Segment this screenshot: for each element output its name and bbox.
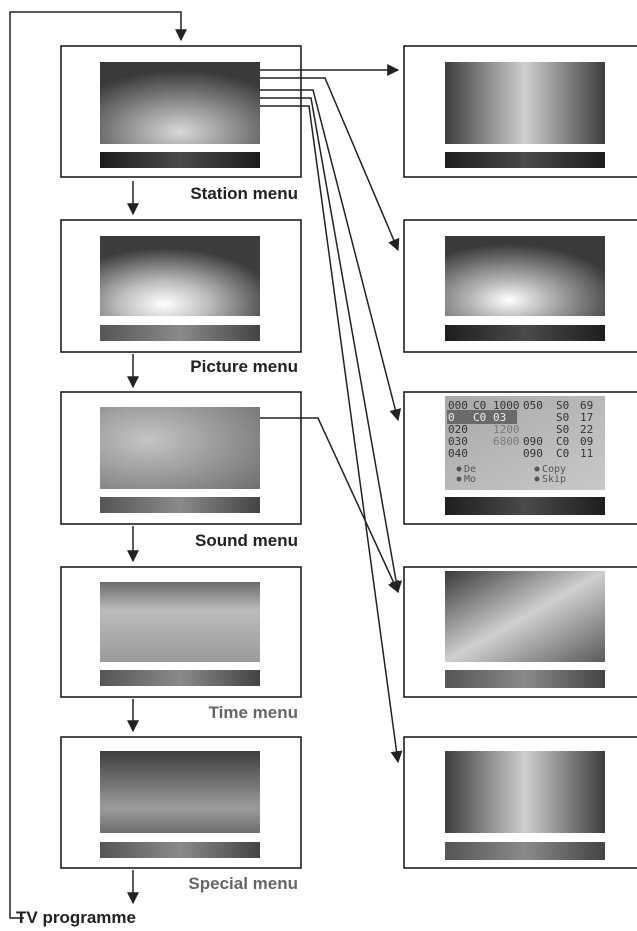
table-cell: 090 (523, 447, 543, 460)
option-label: De (464, 464, 476, 475)
option-bullet (456, 476, 462, 482)
option-bullet (456, 466, 462, 472)
table-cell: 11 (580, 447, 593, 460)
station-menu-label: Station menu (190, 184, 298, 203)
time-screen (60, 566, 302, 698)
table-cell: 17 (580, 411, 593, 424)
return-loop-arrow (9, 11, 187, 919)
option-label: Mo (464, 474, 476, 485)
table-cell: 000 (448, 399, 468, 412)
table-cell: C0 (556, 447, 569, 460)
station-sub-screen-5 (403, 736, 637, 869)
option-label: Copy (542, 464, 566, 475)
table-cell: 090 (523, 435, 543, 448)
table-cell: 020 (448, 423, 468, 436)
sound-screen (60, 391, 302, 525)
table-cell: 09 (580, 435, 593, 448)
table-cell: 1000 (493, 399, 520, 412)
table-cell: S0 (556, 411, 569, 424)
table-cell: C0 (556, 435, 569, 448)
table-cell: C0 (473, 399, 486, 412)
station-sub-screen-4 (403, 566, 637, 698)
picture-screen (60, 219, 302, 353)
table-cell: 69 (580, 399, 593, 412)
sound-menu-label: Sound menu (195, 531, 298, 550)
picture-menu-label: Picture menu (190, 357, 298, 376)
special-screen (60, 736, 302, 869)
station-sub-screen-2 (403, 219, 637, 353)
option-bullet (534, 466, 540, 472)
special-menu-label: Special menu (188, 874, 298, 893)
table-cell: 22 (580, 423, 593, 436)
station-screen (60, 45, 302, 178)
station-sub-screen-1 (403, 45, 637, 178)
branch-arrows (260, 64, 403, 764)
table-cell: 1200 (493, 423, 520, 436)
table-cell: 050 (523, 399, 543, 412)
tv-programme-label: TV programme (16, 908, 136, 927)
option-bullet (534, 476, 540, 482)
sound-branch-arrow (260, 417, 399, 594)
table-cell: S0 (556, 399, 569, 412)
table-cell: 030 (448, 435, 468, 448)
table-cell: 0 (448, 411, 455, 424)
table-cell: C0 (473, 411, 486, 424)
time-menu-label: Time menu (208, 703, 298, 722)
table-cell: 03 (493, 411, 506, 424)
table-cell: 6800 (493, 435, 520, 448)
table-cell: 040 (448, 447, 468, 460)
option-label: Skip (542, 474, 566, 485)
table-cell: S0 (556, 423, 569, 436)
